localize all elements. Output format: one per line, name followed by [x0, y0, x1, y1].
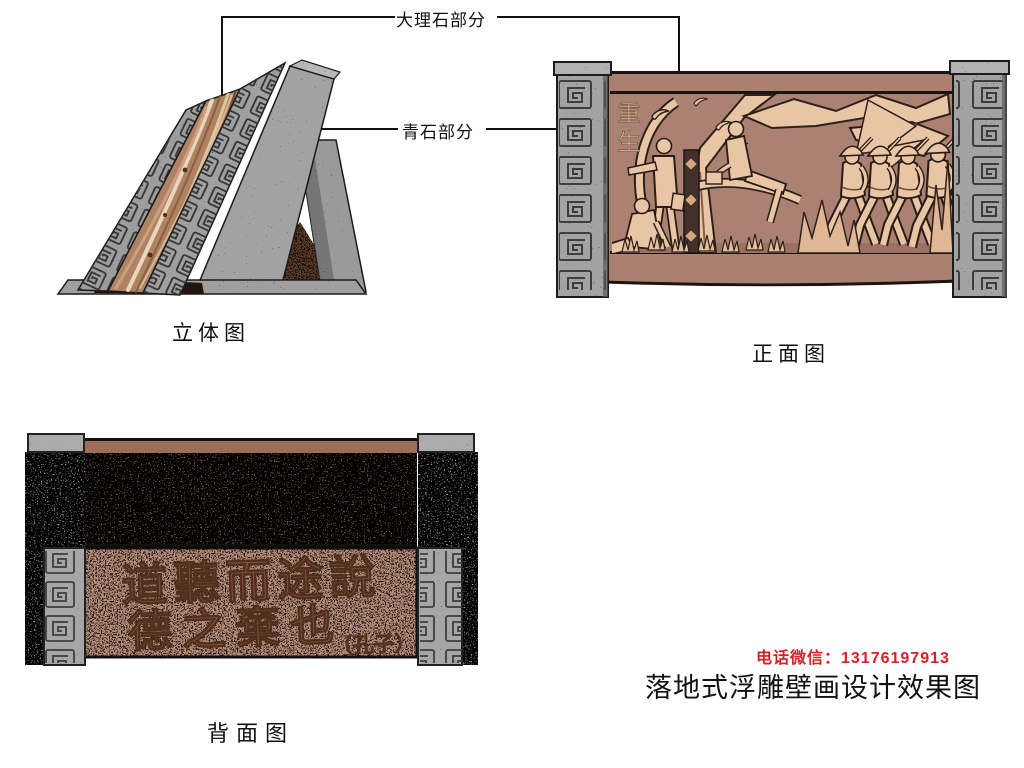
front-inscription-char-2: 生 [618, 130, 641, 155]
calligraphy-attribution: （孔子） [331, 631, 416, 658]
leader-line-bluestone-left [300, 128, 398, 130]
leader-line-marble-left-drop [221, 16, 223, 113]
front-view-caption: 正面图 [752, 342, 830, 366]
sheet-title: 落地式浮雕壁画设计效果图 [645, 673, 981, 703]
back-panel: 道聽而途說 德之棄也 （孔子） [73, 438, 420, 659]
front-view-illustration: 重 生 [553, 60, 1010, 298]
grass-tufts [621, 159, 954, 253]
leader-line-marble-left [222, 16, 395, 18]
back-right-pillar [417, 433, 478, 666]
bluestone-part-label: 青石部分 [402, 123, 474, 142]
front-right-pillar [949, 60, 1010, 298]
back-left-pillar [25, 433, 86, 666]
carved-pole [683, 149, 700, 253]
leader-line-marble-right-drop [678, 16, 680, 88]
front-left-pillar [553, 61, 612, 298]
leader-line-marble-right [497, 16, 680, 18]
calligraphy: 道聽而途說 德之棄也 （孔子） [120, 551, 416, 659]
back-view-illustration: 道聽而途說 德之棄也 （孔子） [25, 433, 478, 666]
contact-phone-wechat: 电话微信：13176197913 [756, 650, 950, 667]
front-inscription-char-1: 重 [618, 101, 641, 126]
right-border-strip [141, 61, 287, 296]
perspective-view-caption: 立体图 [172, 321, 250, 345]
relief-scene: 重 生 [612, 94, 954, 253]
figure-sitting-branch [705, 120, 788, 224]
calligraphy-line-2: 德之棄也 [127, 601, 345, 658]
perspective-view-illustration [56, 59, 368, 296]
calligraphy-line-1: 道聽而途說 [121, 551, 383, 611]
marble-part-label: 大理石部分 [396, 11, 486, 30]
leader-line-bluestone-right [486, 128, 568, 130]
back-view-caption: 背面图 [207, 721, 295, 746]
